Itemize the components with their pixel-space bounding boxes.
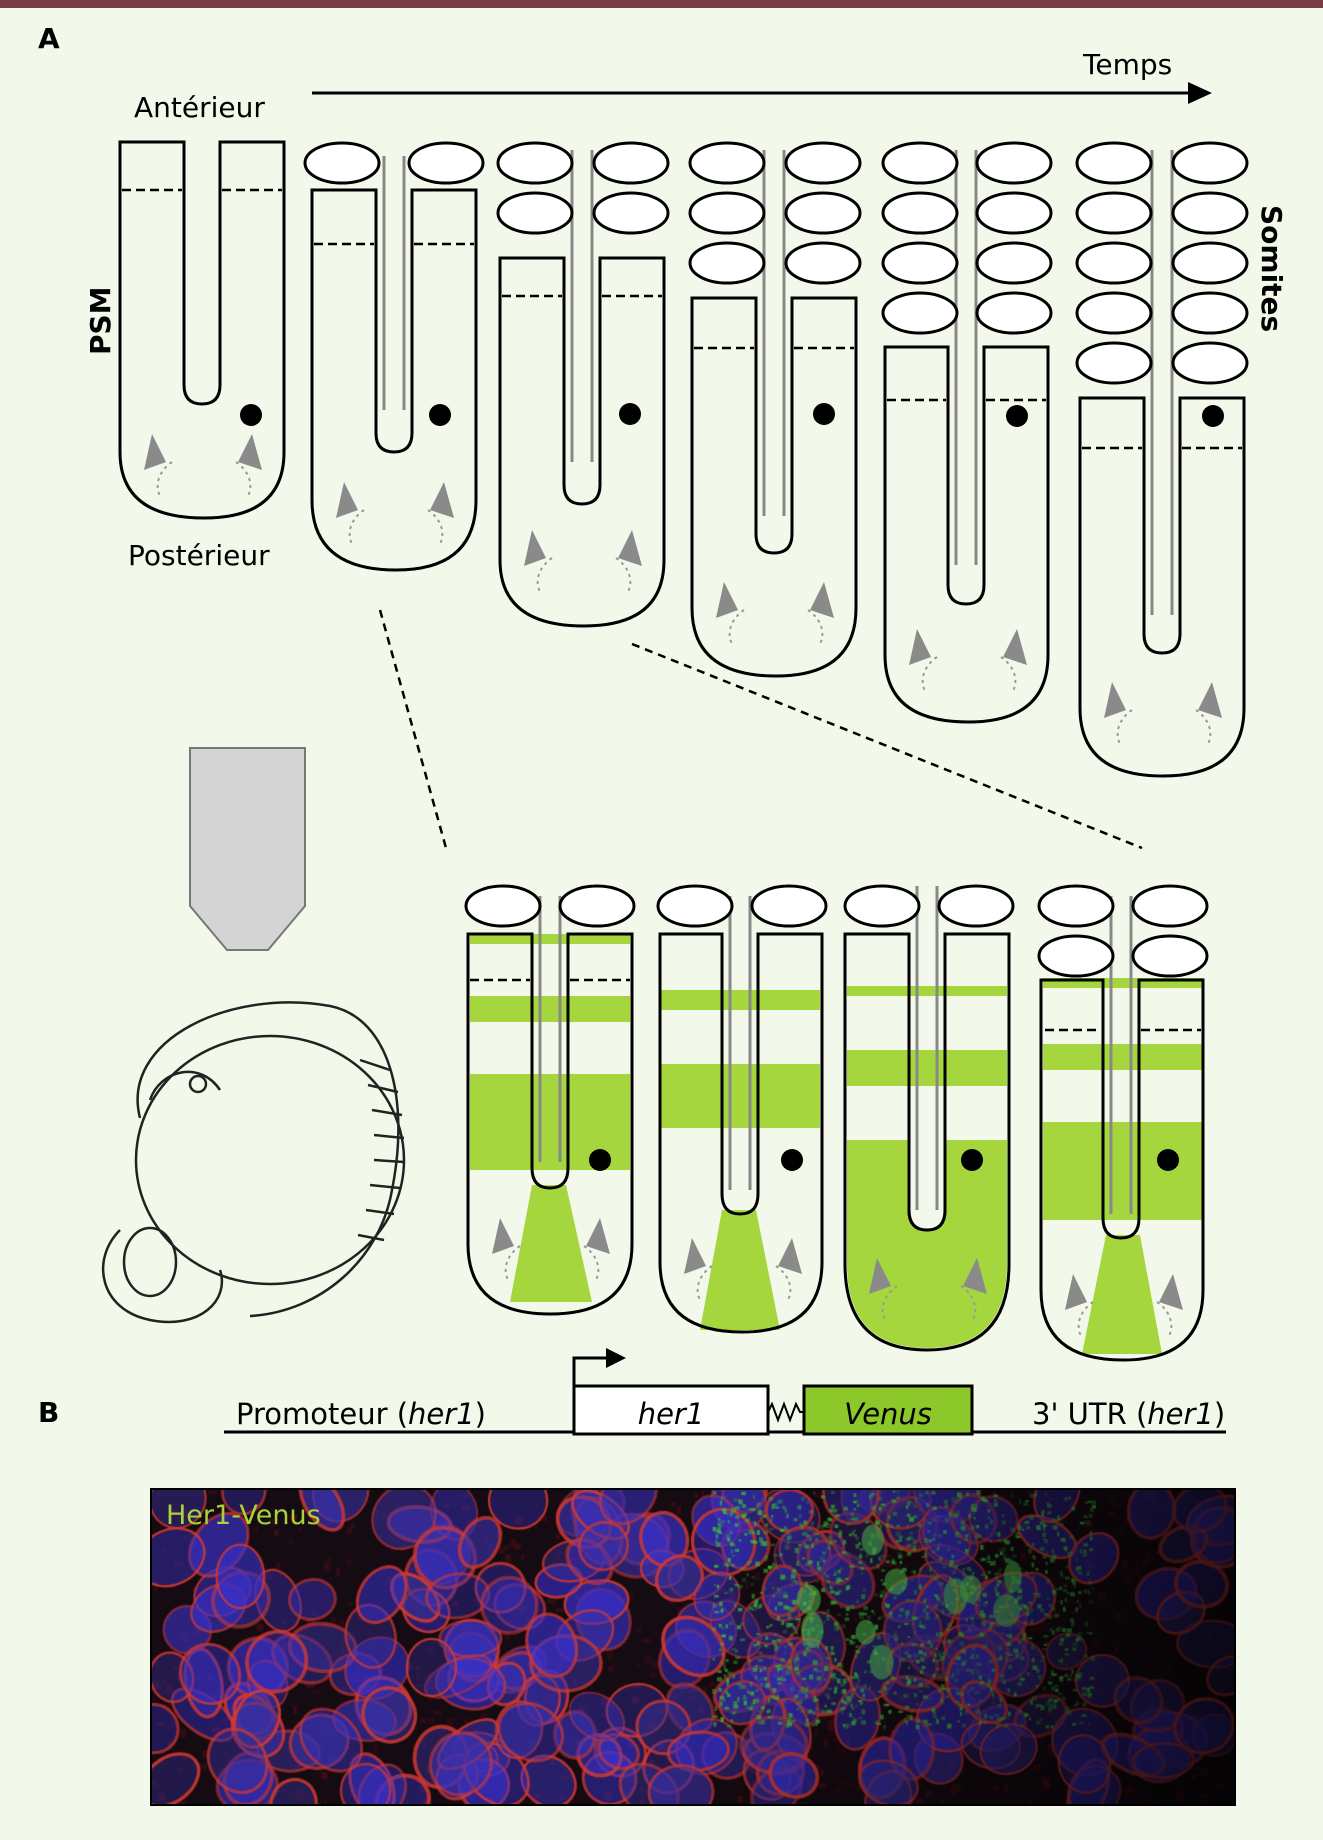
psm-stage-4 [688,141,862,678]
zoom-line-right [631,642,1143,850]
panel-label-b: B [38,1396,59,1429]
wave-stage-4 [1037,884,1209,1362]
venus-reporter-box [802,1384,974,1436]
promoter-label: Promoteur (her1) [236,1397,486,1431]
time-arrowhead [1188,82,1212,104]
utr-label: 3' UTR (her1) [1032,1397,1225,1431]
gene-construct: Promoteur (her1) her1 Venus 3' UTR (her1… [224,1348,1226,1436]
wave-stage-1 [464,884,636,1316]
microscope-objective [189,747,306,951]
microscopy-canvas [152,1490,1234,1804]
psm-stage-6 [1075,141,1249,778]
wave-stage-2 [656,884,828,1334]
anterior-label: Antérieur [134,91,265,124]
her1-gene-label: her1 [638,1397,705,1431]
psm-stage-3 [501,286,561,624]
top-border [0,0,1323,8]
panel-label-a: A [38,22,60,55]
psm-stage-3-body [496,141,670,628]
psm-stage-2 [303,141,485,572]
psm-stage-1 [118,140,286,520]
zebrafish-embryo-drawing [101,1001,406,1324]
wave-stage-3 [843,884,1015,1352]
venus-label: Venus [844,1397,932,1431]
time-label: Temps [1082,48,1172,81]
somites-label: Somites [1255,205,1288,332]
figure-diagram: A B Temps Antérieur Postérieur PSM Somit… [38,22,1288,1436]
her1-gene-box [572,1384,770,1436]
zoom-line-left [378,609,448,849]
posterior-label: Postérieur [128,539,270,572]
psm-stage-5 [881,141,1053,724]
microscopy-image: Her1-Venus [150,1488,1236,1806]
psm-label: PSM [84,286,117,355]
her1-venus-label: Her1-Venus [166,1500,321,1531]
